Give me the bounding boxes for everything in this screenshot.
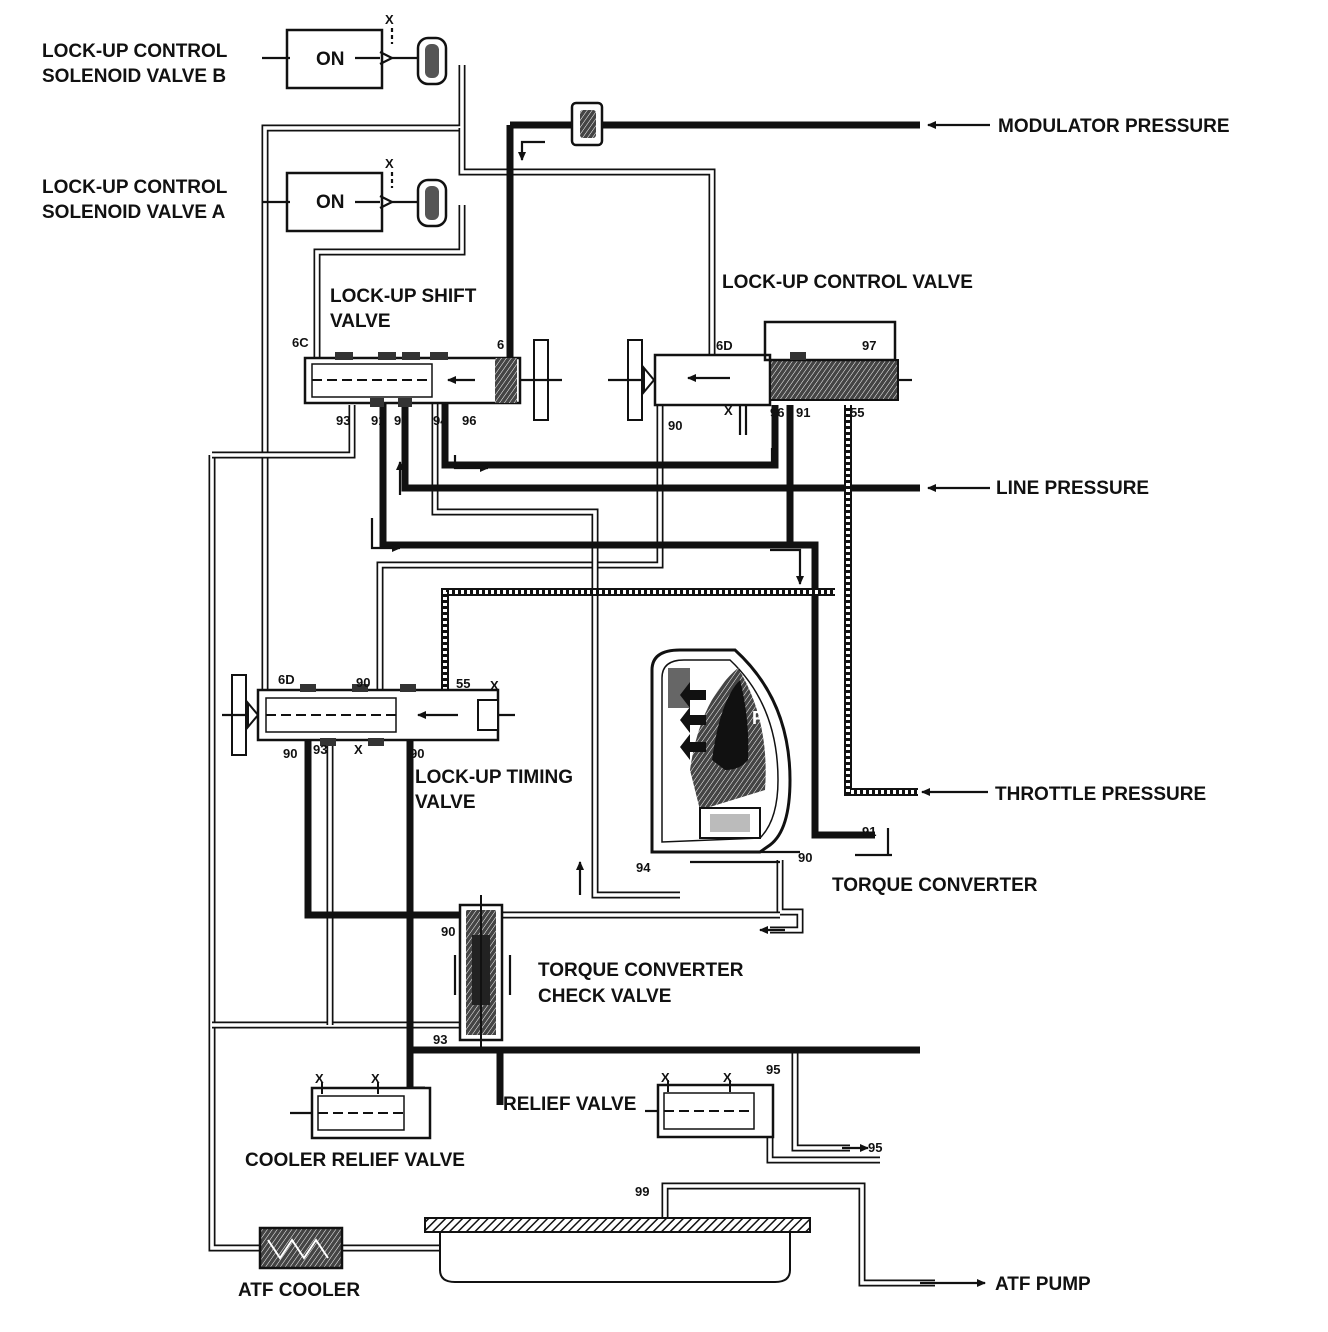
solenoid-valve-a xyxy=(262,171,448,233)
port-label: 6D xyxy=(278,672,295,687)
port-label: 93 xyxy=(433,1032,447,1047)
port-label: 97 xyxy=(862,338,876,353)
lockup-timing-valve xyxy=(222,674,515,756)
solenoid-b-label-1: LOCK-UP CONTROL xyxy=(42,41,228,62)
solenoid-b-state: ON xyxy=(316,49,345,70)
port-label: 95 xyxy=(766,1062,780,1077)
port-label: 90 xyxy=(283,746,297,761)
check-valve-label-2: CHECK VALVE xyxy=(538,986,671,1007)
line-pressure-label: LINE PRESSURE xyxy=(996,478,1149,499)
port-label: 91 xyxy=(796,405,810,420)
relief-valve xyxy=(645,1080,775,1139)
port-label: 99 xyxy=(635,1184,649,1199)
throttle-pressure-label: THROTTLE PRESSURE xyxy=(995,784,1206,805)
port-label: 92 xyxy=(394,413,408,428)
port-label: 55 xyxy=(456,676,470,691)
port-label: 93 xyxy=(336,413,350,428)
cooler-relief-valve-label: COOLER RELIEF VALVE xyxy=(245,1150,465,1171)
lockup-control-valve xyxy=(608,320,912,435)
port-label: 6D xyxy=(716,338,733,353)
port-label: 90 xyxy=(441,924,455,939)
port-label: 91 xyxy=(371,413,385,428)
port-label: 91 xyxy=(862,824,876,839)
converter-f1-label: F1 xyxy=(752,708,770,732)
port-label: 90 xyxy=(410,746,424,761)
throttle-pressure-passages xyxy=(441,405,918,796)
port-label: 90 xyxy=(356,675,370,690)
torque-converter-check-valve xyxy=(453,895,512,1050)
solenoid-a-label-1: LOCK-UP CONTROL xyxy=(42,177,228,198)
port-label: 95 xyxy=(868,1140,882,1155)
lockup-shift-valve-label-2: VALVE xyxy=(330,311,391,332)
port-label: 96 xyxy=(462,413,476,428)
port-label: 6 xyxy=(497,337,504,352)
cooler-relief-valve xyxy=(290,1082,432,1140)
port-label: 55 xyxy=(850,405,864,420)
lockup-timing-valve-label-1: LOCK-UP TIMING xyxy=(415,767,573,788)
atf-sump xyxy=(424,1217,811,1283)
atf-cooler-label: ATF COOLER xyxy=(238,1280,360,1301)
port-label: X xyxy=(315,1071,324,1086)
lockup-timing-valve-label-2: VALVE xyxy=(415,792,476,813)
port-label: 94 xyxy=(433,413,448,428)
torque-converter-label: TORQUE CONVERTER xyxy=(832,875,1038,896)
lockup-shift-valve-label-1: LOCK-UP SHIFT xyxy=(330,286,477,307)
port-label: X xyxy=(385,12,394,27)
port-label: 90 xyxy=(668,418,682,433)
solenoid-a-state: ON xyxy=(316,192,345,213)
relief-valve-label: RELIEF VALVE xyxy=(503,1094,636,1115)
port-label: 96 xyxy=(770,405,784,420)
solenoid-valve-b xyxy=(262,28,448,90)
port-label: X xyxy=(723,1070,732,1085)
port-label: X xyxy=(661,1070,670,1085)
port-label: X xyxy=(354,742,363,757)
lockup-shift-valve xyxy=(303,339,562,421)
atf-cooler xyxy=(258,1226,344,1270)
port-label: 6C xyxy=(292,335,309,350)
port-label: X xyxy=(385,156,394,171)
check-valve-label-1: TORQUE CONVERTER xyxy=(538,960,744,981)
lockup-control-valve-label: LOCK-UP CONTROL VALVE xyxy=(722,272,973,293)
modulator-pressure-label: MODULATOR PRESSURE xyxy=(998,116,1230,137)
port-label: X xyxy=(490,678,499,693)
port-label: 93 xyxy=(313,742,327,757)
torque-converter xyxy=(650,648,800,864)
solenoid-b-label-2: SOLENOID VALVE B xyxy=(42,66,226,87)
modulator-valve xyxy=(570,101,604,147)
port-label: 90 xyxy=(798,850,812,865)
atf-pump-label: ATF PUMP xyxy=(995,1274,1091,1295)
port-label: 94 xyxy=(636,860,651,875)
port-label: X xyxy=(724,403,733,418)
flow-arrows xyxy=(370,121,990,1287)
solenoid-a-label-2: SOLENOID VALVE A xyxy=(42,202,226,223)
port-label: X xyxy=(371,1071,380,1086)
